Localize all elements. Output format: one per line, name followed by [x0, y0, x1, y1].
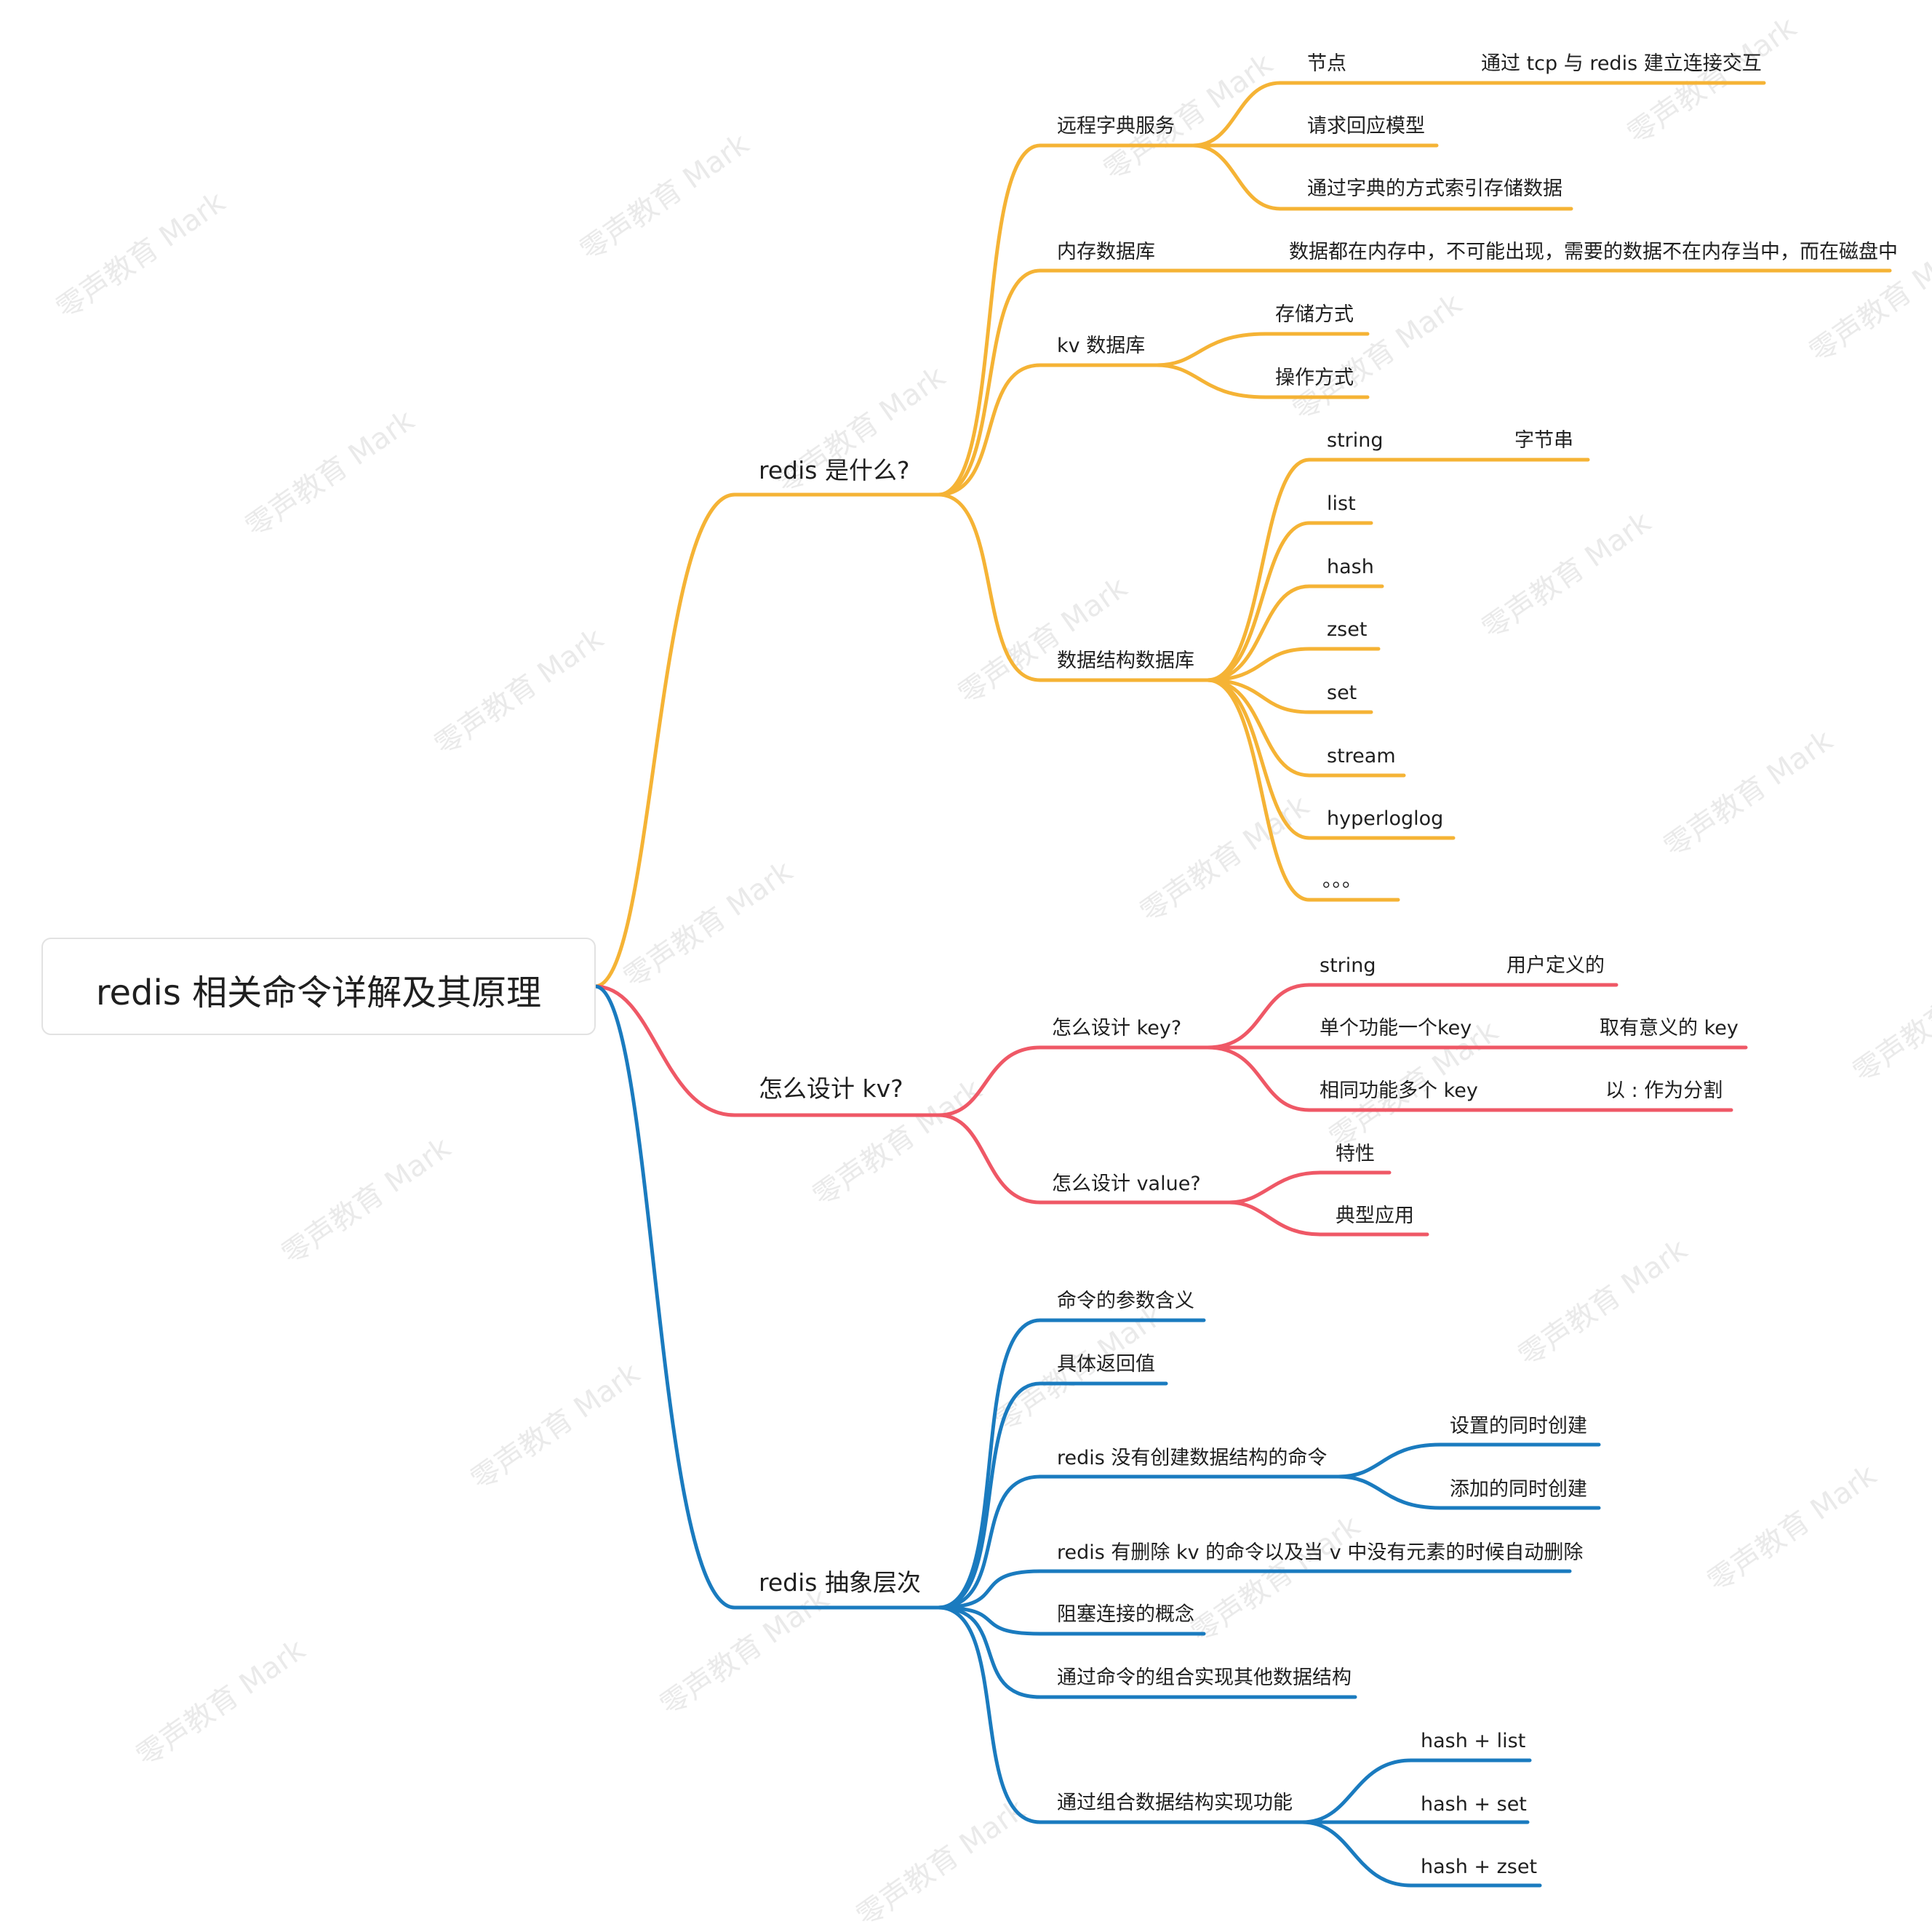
watermark: 零声教育 Mark: [1134, 789, 1315, 930]
node-struct-db[interactable]: 数据结构数据库: [1057, 650, 1194, 672]
watermark: 零声教育 Mark: [574, 127, 755, 268]
watermark: 零声教育 Mark: [850, 1792, 1031, 1932]
node-memory-detail[interactable]: 数据都在内存中，不可能出现，需要的数据不在内存当中，而在磁盘中: [1289, 241, 1898, 263]
node-compose-cmds[interactable]: 通过命令的组合实现其他数据结构: [1057, 1666, 1352, 1689]
node-design-key[interactable]: 怎么设计 key?: [1052, 1017, 1181, 1039]
root-connectors: [593, 492, 737, 1610]
node-blocking[interactable]: 阻塞连接的概念: [1057, 1603, 1194, 1626]
node-node-detail[interactable]: 通过 tcp 与 redis 建立连接交互: [1481, 52, 1762, 75]
node-no-create[interactable]: redis 没有创建数据结构的命令: [1057, 1447, 1327, 1469]
node-key-single-detail[interactable]: 取有意义的 key: [1600, 1017, 1739, 1039]
branch-abstract-lines: [733, 1318, 1601, 1888]
node-ds-string-detail[interactable]: 字节串: [1514, 429, 1573, 452]
root-node-box: [41, 938, 596, 1035]
node-ds-list[interactable]: list: [1327, 492, 1356, 515]
watermark: 零声教育 Mark: [1658, 723, 1839, 864]
node-node[interactable]: 节点: [1307, 52, 1346, 75]
node-hash-list[interactable]: hash + list: [1421, 1730, 1525, 1752]
node-operation-method[interactable]: 操作方式: [1275, 367, 1354, 389]
node-key-string-detail[interactable]: 用户定义的: [1506, 954, 1605, 977]
what-labels: 远程字典服务 节点 通过 tcp 与 redis 建立连接交互 请求回应模型 通…: [1057, 52, 1898, 892]
node-memory-db[interactable]: 内存数据库: [1057, 241, 1155, 263]
node-value-feature[interactable]: 特性: [1336, 1143, 1375, 1165]
node-key-single[interactable]: 单个功能一个key: [1320, 1017, 1472, 1039]
watermark: 零声教育 Mark: [1621, 10, 1803, 151]
node-design-value[interactable]: 怎么设计 value?: [1052, 1173, 1201, 1195]
node-cmd-returns[interactable]: 具体返回值: [1057, 1353, 1155, 1376]
node-redis-what[interactable]: redis 是什么?: [759, 456, 909, 484]
node-create-on-set[interactable]: 设置的同时创建: [1450, 1415, 1587, 1437]
node-redis-abstract[interactable]: redis 抽象层次: [759, 1568, 921, 1597]
connector-root-abstract: [593, 984, 737, 1610]
node-hash-set[interactable]: hash + set: [1421, 1793, 1527, 1816]
node-request-response[interactable]: 请求回应模型: [1307, 115, 1425, 137]
node-design-kv[interactable]: 怎么设计 kv?: [759, 1074, 903, 1103]
watermark: 零声教育 Mark: [654, 1581, 835, 1723]
root-node[interactable]: redis 相关命令详解及其原理: [41, 938, 596, 1035]
watermark: 零声教育 Mark: [1847, 949, 1932, 1090]
connector-root-what: [593, 492, 737, 989]
node-ds-zset[interactable]: zset: [1327, 618, 1367, 641]
node-ds-hash[interactable]: hash: [1327, 556, 1374, 578]
watermark: 零声教育 Mark: [465, 1356, 646, 1497]
abstract-labels: 命令的参数含义 具体返回值 redis 没有创建数据结构的命令 设置的同时创建 …: [1057, 1290, 1587, 1878]
watermark: 零声教育 Mark: [952, 570, 1133, 711]
branch-what-lines: [733, 81, 1892, 902]
design-labels: 怎么设计 key? string 用户定义的 单个功能一个key 取有意义的 k…: [1052, 954, 1739, 1227]
node-ds-string[interactable]: string: [1327, 429, 1384, 452]
watermark: 零声教育 Mark: [1701, 1458, 1883, 1599]
watermark: 零声教育 Mark: [50, 185, 231, 326]
watermark: 零声教育 Mark: [428, 621, 610, 762]
node-cmd-params[interactable]: 命令的参数含义: [1057, 1290, 1194, 1312]
node-create-on-add[interactable]: 添加的同时创建: [1450, 1478, 1587, 1501]
node-ds-stream[interactable]: stream: [1327, 745, 1396, 767]
node-key-string[interactable]: string: [1320, 954, 1376, 977]
node-key-multi[interactable]: 相同功能多个 key: [1320, 1079, 1478, 1102]
node-dict-index[interactable]: 通过字典的方式索引存储数据: [1307, 177, 1562, 200]
node-storage-method[interactable]: 存储方式: [1275, 303, 1354, 326]
watermark: 零声教育 Mark: [1185, 1509, 1366, 1650]
node-ds-hyperloglog[interactable]: hyperloglog: [1327, 807, 1443, 830]
node-ds-set[interactable]: set: [1327, 682, 1357, 704]
node-remote-dict[interactable]: 远程字典服务: [1057, 115, 1175, 137]
branch-design-lines: [733, 983, 1748, 1237]
root-label: redis 相关命令详解及其原理: [96, 973, 541, 1013]
watermark: 零声教育 Mark: [1476, 505, 1657, 646]
node-ds-more[interactable]: 。。。: [1322, 869, 1362, 892]
watermark: 零声教育 Mark: [130, 1632, 311, 1773]
node-delete-kv[interactable]: redis 有删除 kv 的命令以及当 v 中没有元素的时候自动删除: [1057, 1541, 1583, 1564]
node-kv-db[interactable]: kv 数据库: [1057, 335, 1145, 357]
connector-root-design: [593, 984, 737, 1117]
node-value-typical[interactable]: 典型应用: [1336, 1205, 1414, 1227]
watermark: 零声教育 Mark: [276, 1130, 457, 1272]
node-key-multi-detail[interactable]: 以 : 作为分割: [1605, 1079, 1723, 1102]
node-combine-ds[interactable]: 通过组合数据结构实现功能: [1057, 1792, 1293, 1814]
watermark: 零声教育 Mark: [618, 854, 799, 995]
node-hash-zset[interactable]: hash + zset: [1421, 1856, 1537, 1878]
watermark: 零声教育 Mark: [1512, 1232, 1693, 1373]
watermark: 零声教育 Mark: [239, 403, 420, 544]
